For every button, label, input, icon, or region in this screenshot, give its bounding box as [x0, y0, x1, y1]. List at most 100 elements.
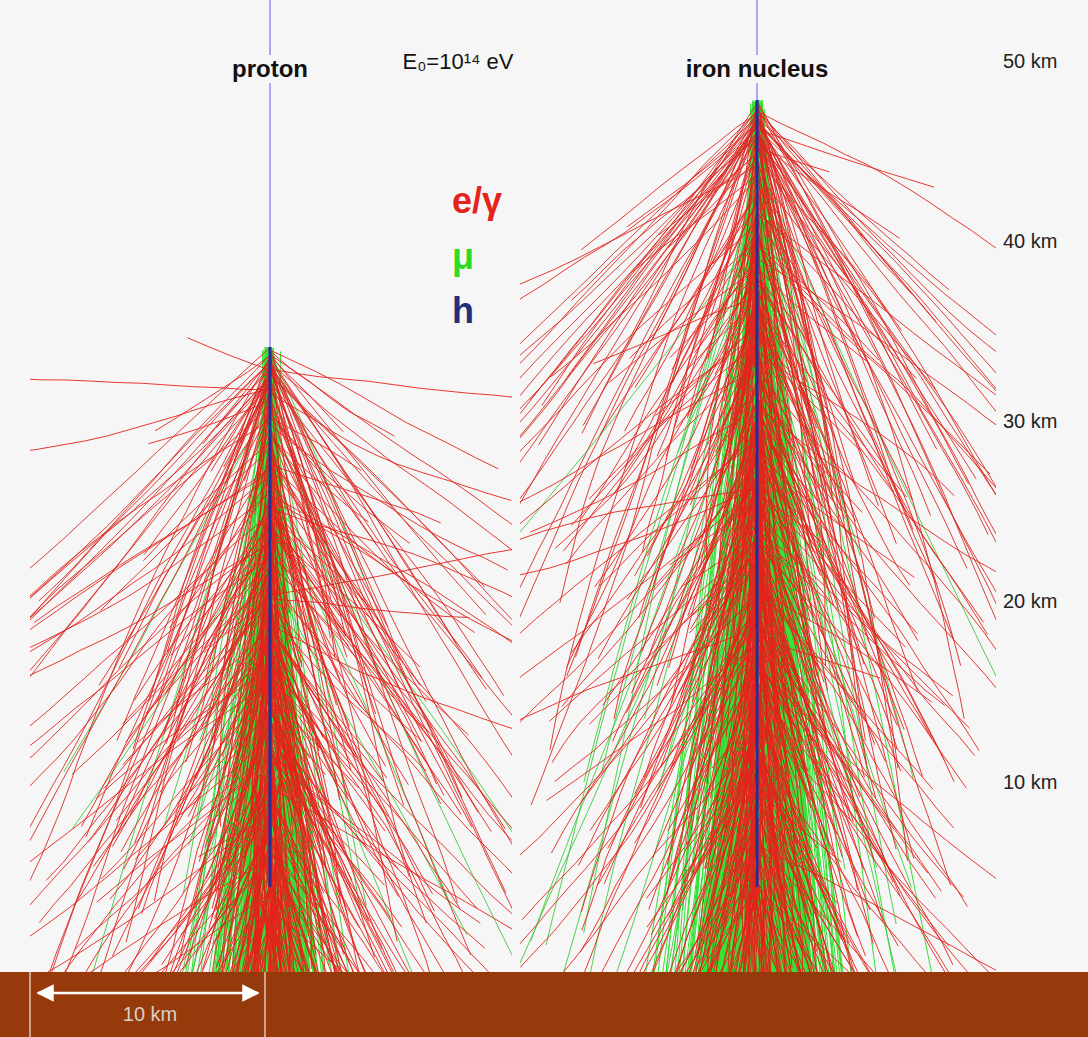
particle-track — [269, 599, 433, 972]
particle-track — [39, 637, 274, 923]
particle-track — [117, 360, 270, 740]
particle-track — [270, 364, 404, 805]
particle-track — [270, 383, 504, 696]
particle-track — [54, 747, 275, 972]
primary-track — [269, 0, 271, 347]
particle-track — [92, 369, 270, 972]
particle-track — [274, 773, 281, 858]
particle-track — [204, 527, 267, 649]
particle-track — [229, 694, 268, 943]
particle-track — [270, 350, 512, 971]
particle-track — [247, 901, 263, 972]
particle-track — [648, 651, 754, 972]
particle-track — [30, 357, 270, 973]
particle-track — [751, 685, 837, 972]
particle-track — [97, 758, 272, 902]
particle-track — [30, 377, 270, 770]
particle-track — [270, 709, 339, 972]
particle-track — [30, 375, 270, 807]
particle-track — [270, 366, 512, 693]
particle-track — [272, 628, 433, 894]
particle-track — [30, 487, 271, 795]
particle-track — [270, 376, 441, 804]
particle-track — [267, 732, 334, 972]
particle-track — [126, 386, 270, 943]
particle-track — [283, 782, 345, 972]
particle-track — [275, 682, 385, 832]
particle-track — [216, 647, 270, 716]
particle-track — [212, 751, 275, 918]
particle-track — [258, 876, 275, 939]
particle-track — [625, 199, 757, 468]
particle-track — [276, 873, 304, 968]
particle-track — [243, 717, 268, 874]
particle-track — [271, 513, 469, 735]
particle-track — [52, 380, 270, 972]
particle-track — [199, 495, 266, 862]
particle-track — [270, 368, 456, 643]
particle-track — [270, 354, 486, 615]
particle-track — [270, 363, 471, 955]
particle-track — [133, 381, 270, 749]
particle-track — [215, 580, 268, 886]
particle-track — [170, 775, 260, 972]
particle-track — [270, 362, 512, 973]
particle-track — [270, 383, 506, 893]
particle-track — [271, 495, 349, 727]
particle-track — [75, 756, 278, 949]
particle-track — [30, 494, 269, 714]
particle-track — [270, 374, 512, 719]
particle-track — [270, 369, 512, 741]
particle-track — [39, 355, 270, 601]
particle-track — [272, 874, 355, 972]
particle-track — [187, 338, 270, 371]
particle-track — [30, 380, 270, 915]
particle-track — [270, 808, 287, 906]
proton-shower — [30, 338, 512, 972]
particle-track — [268, 749, 411, 972]
particle-track — [270, 363, 512, 972]
particle-track — [222, 676, 266, 776]
particle-track — [270, 363, 397, 942]
particle-track — [270, 363, 426, 923]
particle-track — [30, 363, 270, 863]
particle-track — [278, 705, 358, 788]
particle-track — [270, 573, 467, 935]
particle-track — [149, 356, 270, 701]
particle-track — [190, 820, 263, 972]
iron-shower — [520, 100, 996, 972]
particle-track — [30, 382, 270, 932]
particle-track — [62, 360, 270, 972]
particle-track — [671, 431, 751, 703]
particle-track — [30, 348, 270, 590]
particle-track — [30, 375, 270, 972]
particle-track — [760, 533, 945, 706]
particle-track — [273, 633, 383, 782]
particle-track — [71, 759, 263, 972]
primary-track — [756, 0, 758, 100]
particle-track — [272, 538, 434, 911]
particle-track — [261, 681, 400, 972]
particle-track — [275, 834, 290, 972]
particle-track — [119, 380, 270, 669]
particle-track — [30, 384, 270, 863]
particle-track — [206, 718, 270, 879]
particle-track — [270, 360, 462, 798]
particle-track — [30, 405, 269, 694]
particle-track — [270, 386, 376, 714]
particle-track — [104, 594, 274, 789]
particle-track — [93, 568, 267, 866]
particle-track — [116, 565, 273, 821]
particle-track — [267, 463, 512, 680]
particle-track — [30, 544, 271, 705]
particle-track — [274, 590, 302, 665]
particle-track — [176, 380, 270, 708]
particle-track — [276, 497, 296, 768]
particle-track — [171, 542, 271, 656]
particle-track — [270, 369, 512, 400]
particle-track — [248, 901, 260, 972]
hadron-core — [269, 347, 272, 887]
particle-track — [124, 766, 271, 972]
particle-track — [520, 423, 757, 972]
